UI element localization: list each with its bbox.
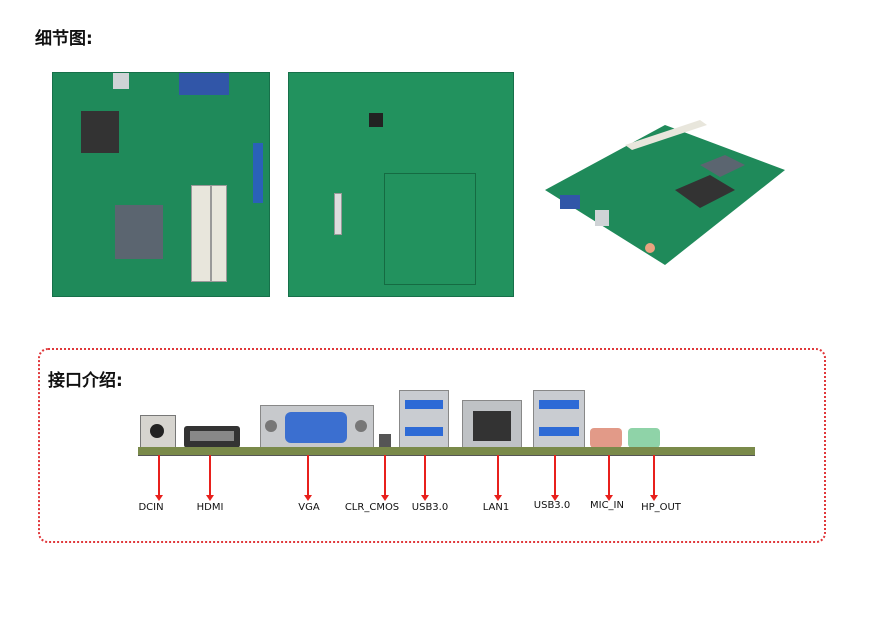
heatsink [81, 111, 119, 153]
interface-title: 接口介绍: [48, 371, 123, 391]
arrow [551, 455, 559, 501]
port-label-dcin: DCIN [138, 502, 164, 513]
vga-port [179, 73, 229, 95]
port-label-vga: VGA [298, 502, 320, 513]
port-label-hdmi: HDMI [196, 502, 224, 513]
ram-slot [211, 185, 227, 282]
usb-port [595, 210, 609, 226]
arrow [494, 455, 502, 501]
usb-port [113, 73, 129, 89]
board-front-image [52, 72, 270, 297]
label-sticker [334, 193, 342, 235]
arrow [381, 455, 389, 501]
board-back-image [288, 72, 514, 297]
arrow [304, 455, 312, 501]
board-angled-image [545, 120, 785, 265]
ram-slot [191, 185, 211, 282]
arrow [421, 455, 429, 501]
port-label-hp-out: HP_OUT [641, 502, 681, 513]
port-label-usb3-2: USB3.0 [533, 500, 571, 511]
board-surface [545, 125, 785, 265]
port-label-usb3-1: USB3.0 [411, 502, 449, 513]
arrow [155, 455, 163, 501]
chip [369, 113, 383, 127]
cpu [115, 205, 163, 259]
interface-frame [38, 348, 826, 543]
arrow [605, 455, 613, 501]
port-label-lan1: LAN1 [482, 502, 510, 513]
audio-jack [645, 243, 655, 253]
usb3-port-2 [533, 390, 585, 449]
dcin-port [140, 415, 176, 450]
arrow [206, 455, 214, 501]
hp-out-jack [628, 428, 660, 448]
header [253, 143, 263, 203]
heatsink [675, 175, 735, 208]
vga-port [560, 195, 580, 209]
outline [384, 173, 476, 285]
vga-port [260, 405, 374, 450]
hdmi-port [184, 426, 240, 448]
cpu [700, 155, 745, 177]
pcb-edge [138, 447, 755, 456]
detail-title: 细节图: [35, 29, 93, 49]
arrow [650, 455, 658, 501]
lan-port [462, 400, 522, 449]
port-label-clr-cmos: CLR_CMOS [344, 502, 400, 513]
port-label-mic-in: MIC_IN [590, 500, 624, 511]
clr-cmos-button [379, 434, 391, 447]
mic-in-jack [590, 428, 622, 448]
ram-slot [625, 120, 707, 150]
usb3-port-1 [399, 390, 449, 449]
